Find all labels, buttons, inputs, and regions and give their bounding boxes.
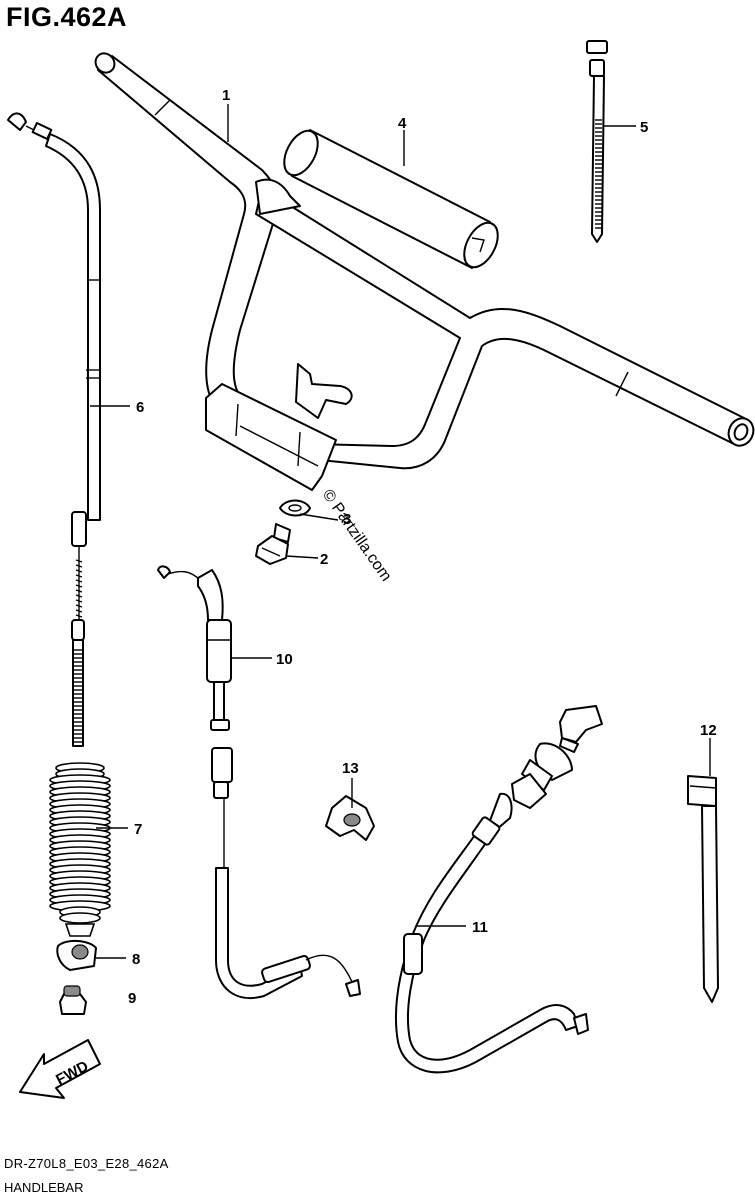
- cable-boot-part[interactable]: [49, 762, 111, 937]
- model-code: DR-Z70L8_E03_E28_462A: [4, 1156, 169, 1171]
- callout-9[interactable]: 9: [128, 990, 136, 1007]
- handlebar-pad-part[interactable]: [277, 125, 504, 273]
- callout-13[interactable]: 13: [342, 760, 359, 777]
- cable-tie-part-12[interactable]: [687, 775, 719, 1003]
- callout-3[interactable]: 3: [343, 511, 351, 528]
- callout-6[interactable]: 6: [136, 399, 144, 416]
- cable-part-6[interactable]: [7, 112, 101, 747]
- callout-8[interactable]: 8: [132, 951, 140, 968]
- handlebar-part[interactable]: [92, 50, 755, 491]
- leader-lines: [90, 104, 711, 959]
- callout-10[interactable]: 10: [276, 651, 293, 668]
- cable-tie-part-5[interactable]: [586, 40, 608, 243]
- watermark: © Partzilla.com: [319, 487, 395, 585]
- section-name: HANDLEBAR: [4, 1180, 84, 1195]
- forward-direction-arrow: FWD: [19, 1039, 101, 1099]
- figure-title: FIG.462A: [6, 2, 128, 32]
- choke-cable-part-11[interactable]: [395, 705, 603, 1074]
- nut-part-9[interactable]: [59, 985, 87, 1015]
- callout-11[interactable]: 11: [472, 919, 488, 936]
- callout-4[interactable]: 4: [398, 115, 407, 132]
- callout-2[interactable]: 2: [320, 551, 328, 568]
- cap-part-8[interactable]: [56, 940, 97, 971]
- cable-part-10[interactable]: [157, 565, 361, 1000]
- callout-1[interactable]: 1: [222, 87, 230, 104]
- callout-numbers: 1 2 3 4 5 6 7 8 9 10 11 12 13: [128, 87, 717, 1007]
- callout-7[interactable]: 7: [134, 821, 142, 838]
- callout-12[interactable]: 12: [700, 722, 717, 739]
- clamp-part-13[interactable]: [325, 795, 375, 841]
- bolt-part-2[interactable]: [255, 523, 291, 565]
- washer-part-3[interactable]: [279, 499, 311, 517]
- callout-5[interactable]: 5: [640, 119, 648, 136]
